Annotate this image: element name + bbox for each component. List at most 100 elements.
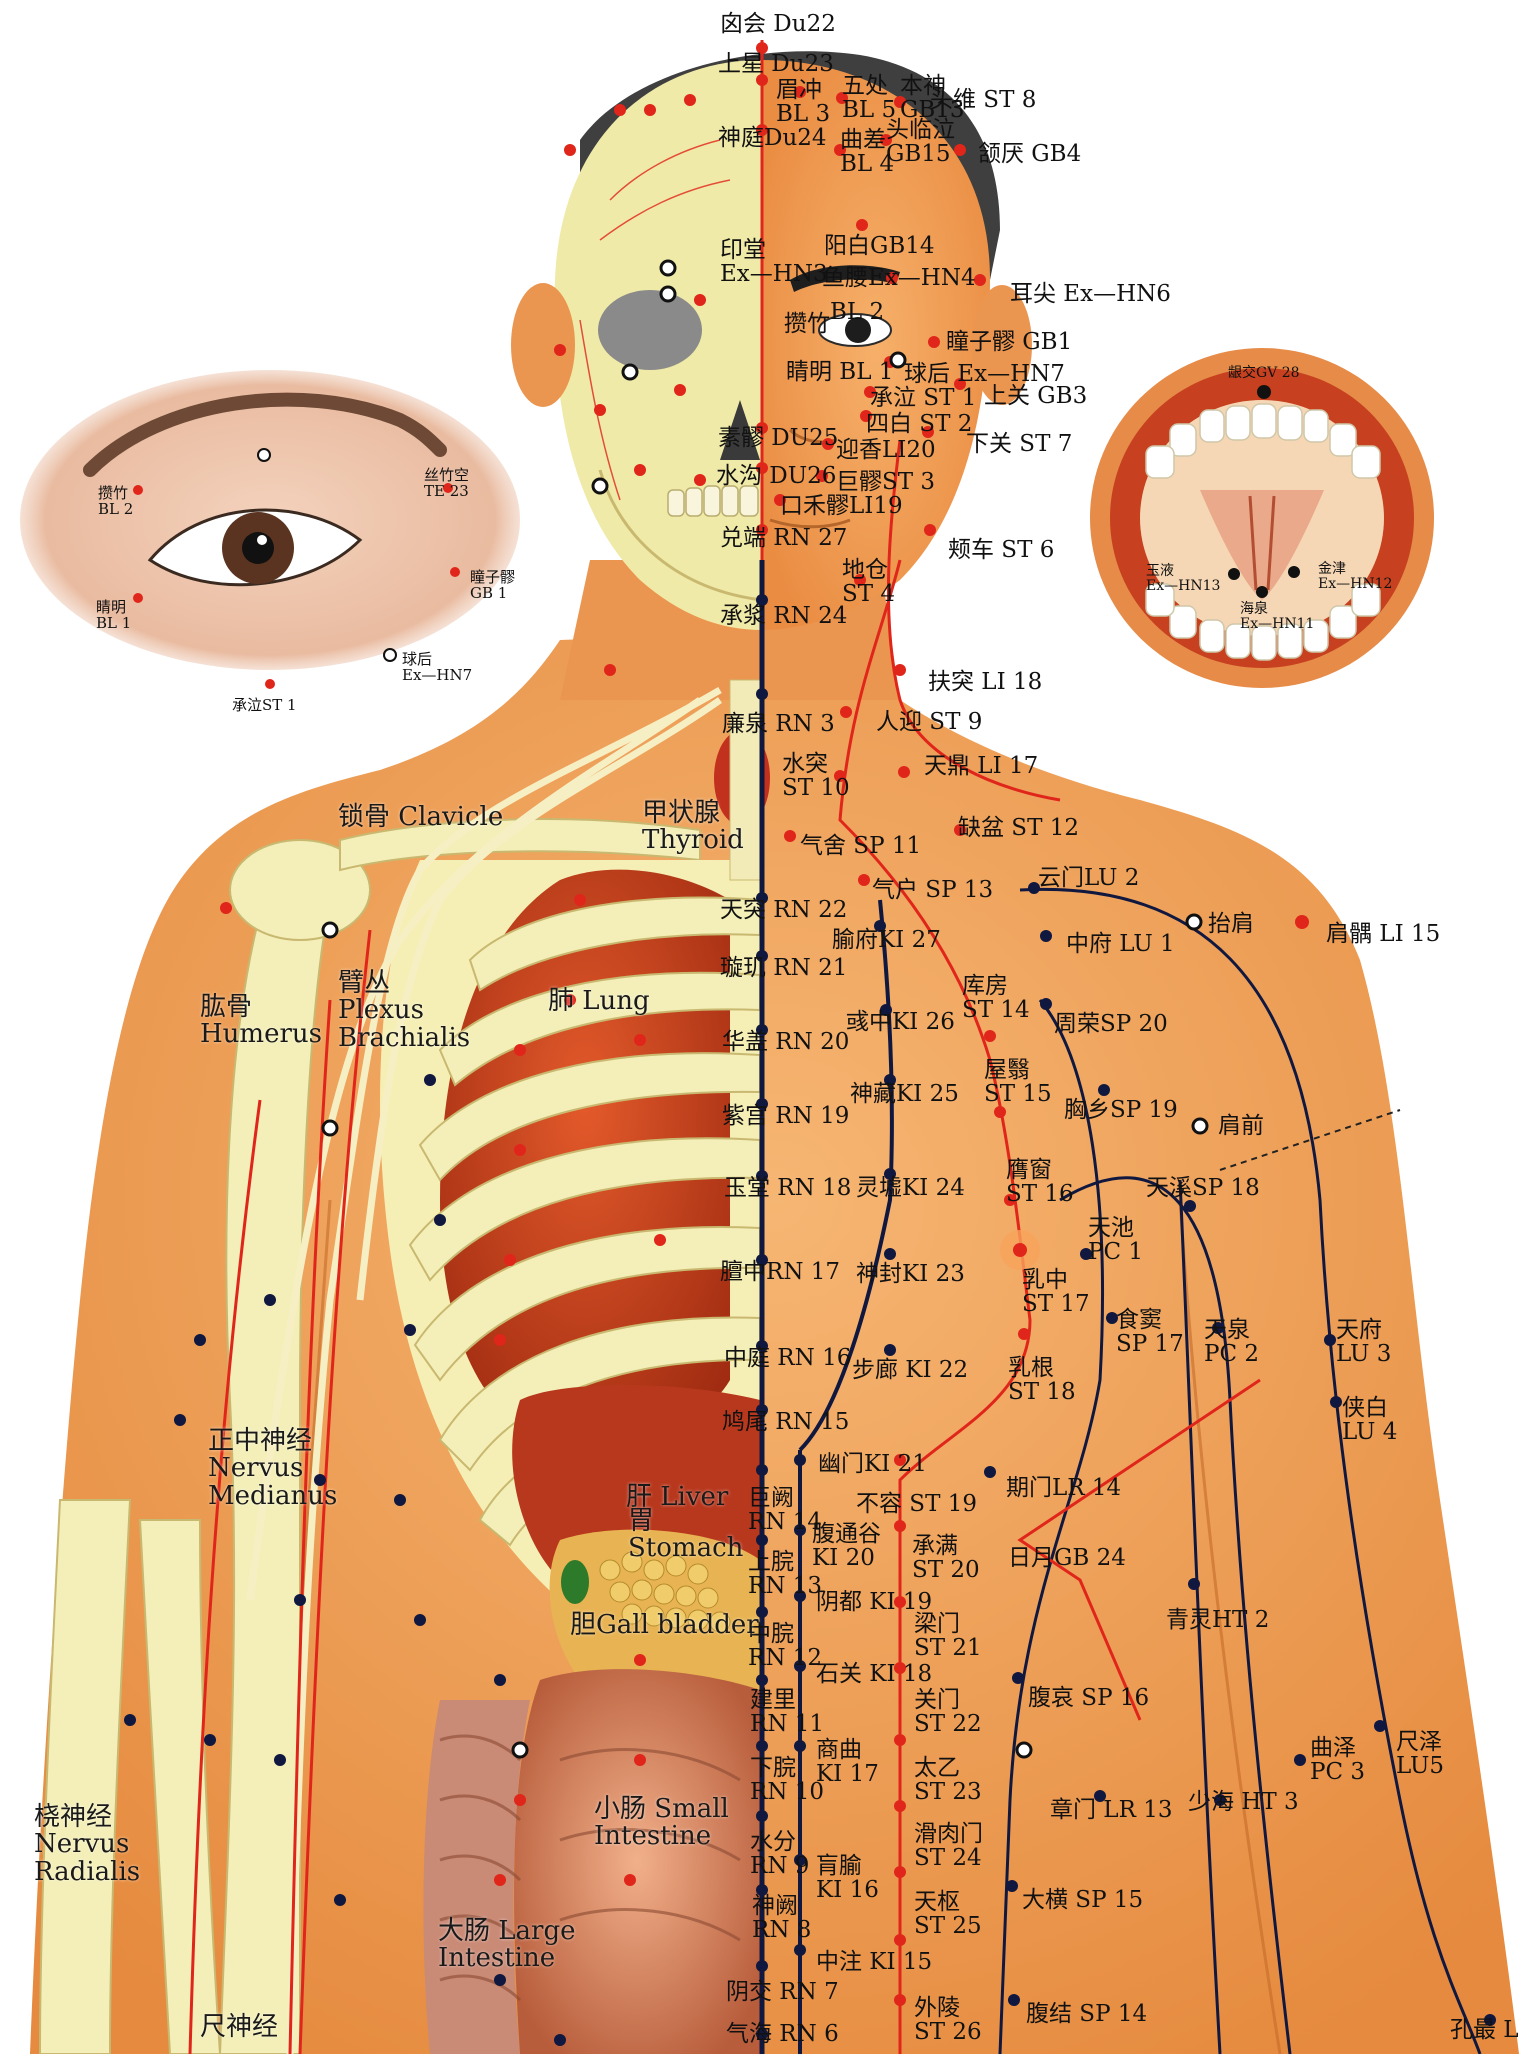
label-du26: 水沟 DU26 [716, 464, 836, 488]
label-ki18: 石关 KI 18 [816, 1662, 932, 1686]
label-bl5: 五处 BL 5 [842, 74, 896, 122]
label-st22: 关门 ST 22 [914, 1688, 982, 1736]
label-st15: 屋翳 ST 15 [984, 1058, 1052, 1106]
label-st17: 乳中 ST 17 [1022, 1268, 1090, 1316]
label-eye_exhn7: 球后 Ex—HN7 [402, 652, 472, 684]
label-ki25: 神藏KI 25 [850, 1082, 959, 1106]
label-ht2: 青灵HT 2 [1166, 1608, 1269, 1632]
label-ki15: 中注 KI 15 [816, 1950, 932, 1974]
label-large_intestine: 大肠 Large Intestine [438, 1918, 576, 1973]
label-ki20: 腹通谷 KI 20 [812, 1522, 881, 1570]
label-st21: 梁门 ST 21 [914, 1612, 982, 1660]
label-sp18: 天溪SP 18 [1146, 1176, 1260, 1200]
label-ki22: 步廊 KI 22 [852, 1358, 968, 1382]
label-ki16: 肓腧 KI 16 [816, 1854, 879, 1902]
label-ki23: 神封KI 23 [856, 1262, 965, 1286]
label-st19: 不容 ST 19 [856, 1492, 977, 1516]
label-sp17: 食窦 SP 17 [1116, 1308, 1184, 1356]
label-ulnaris: 尺神经 [200, 2014, 278, 2041]
label-stomach: 胃 Stomach [628, 1508, 743, 1563]
label-exhn3: 印堂 Ex—HN3 [720, 238, 828, 286]
label-rn14: 巨阙 RN 14 [748, 1486, 822, 1534]
label-gb24: 日月GB 24 [1008, 1546, 1126, 1570]
label-gb4: 颔厌 GB4 [978, 142, 1081, 166]
label-gb14: 阳白GB14 [824, 234, 935, 258]
label-sp15: 大横 SP 15 [1022, 1888, 1143, 1912]
label-st20: 承满 ST 20 [912, 1534, 980, 1582]
label-rn16: 中庭 RN 16 [724, 1346, 851, 1370]
label-bl3: 眉冲 BL 3 [776, 78, 830, 126]
label-st1: 承泣 ST 1 [870, 386, 976, 410]
label-rn7: 阴交 RN 7 [726, 1980, 839, 2004]
label-lung: 肺 Lung [548, 988, 650, 1015]
label-li20: 迎香LI20 [836, 438, 936, 462]
label-li17: 天鼎 LI 17 [924, 754, 1038, 778]
label-st25: 天枢 ST 25 [914, 1890, 982, 1938]
gallbladder-organ [561, 1560, 589, 1604]
label-lr13: 章门 LR 13 [1050, 1798, 1172, 1822]
label-taijian: 抬肩 [1208, 912, 1254, 936]
label-li19: 口禾髎LI19 [780, 494, 903, 518]
label-sp14: 腹结 SP 14 [1026, 2002, 1147, 2026]
label-sp11: 气舍 SP 11 [800, 834, 921, 858]
label-lu3: 天府 LU 3 [1336, 1318, 1391, 1366]
label-plexus: 臂丛 Plexus Brachialis [338, 970, 470, 1052]
label-exhn12: 金津 Ex—HN12 [1318, 562, 1392, 591]
label-st9: 人迎 ST 9 [876, 710, 982, 734]
label-bl2: BL 2 [830, 300, 884, 324]
label-lu5: 尺泽 LU5 [1396, 1730, 1444, 1778]
label-rn19: 紫宫 RN 19 [722, 1104, 849, 1128]
label-lu2: 云门LU 2 [1038, 866, 1139, 890]
label-jianqian: 肩前 [1218, 1114, 1264, 1138]
label-gb15: 头临泣 GB15 [886, 118, 955, 166]
label-ki21: 幽门KI 21 [818, 1452, 927, 1476]
label-pc3: 曲泽 PC 3 [1310, 1736, 1365, 1784]
label-eye_bl1: 睛明 BL 1 [96, 600, 131, 632]
label-st6: 颊车 ST 6 [948, 538, 1054, 562]
label-li18: 扶突 LI 18 [928, 670, 1042, 694]
label-ki27: 腧府KI 27 [832, 928, 941, 952]
label-st7: 下关 ST 7 [966, 432, 1072, 456]
label-du23: 上星 Du23 [718, 52, 834, 76]
label-st12: 缺盆 ST 12 [958, 816, 1079, 840]
label-gv28: 龈交GV 28 [1228, 366, 1300, 381]
label-small_intestine: 小肠 Small Intestine [594, 1796, 729, 1851]
label-rn13: 上脘 RN 13 [748, 1550, 822, 1598]
label-rn12: 中脘 RN 12 [748, 1622, 822, 1670]
label-rn10: 下脘 RN 10 [750, 1756, 824, 1804]
label-gb3: 上关 GB3 [984, 384, 1087, 408]
label-eye_gb1: 瞳子髎 GB 1 [470, 570, 515, 602]
label-rn27: 兑端 RN 27 [720, 526, 847, 550]
label-exhn13: 玉液 Ex—HN13 [1146, 564, 1220, 593]
label-exhn11: 海泉 Ex—HN11 [1240, 602, 1314, 631]
label-st2: 四白 ST 2 [866, 412, 972, 436]
label-st8: 头维 ST 8 [930, 88, 1036, 112]
label-st16: 膺窗 ST 16 [1006, 1158, 1074, 1206]
label-du22: 囟会 Du22 [720, 12, 836, 36]
label-rn18: 玉堂 RN 18 [724, 1176, 851, 1200]
label-sp19: 胸乡SP 19 [1064, 1098, 1178, 1122]
label-rn22: 天突 RN 22 [720, 898, 847, 922]
label-rn11: 建里 RN 11 [750, 1688, 824, 1736]
label-st3: 巨髎ST 3 [836, 470, 935, 494]
label-sp20: 周荣SP 20 [1054, 1012, 1168, 1036]
label-ht3: 少海 HT 3 [1188, 1790, 1299, 1814]
label-pc2: 天泉 PC 2 [1204, 1318, 1259, 1366]
label-humerus: 肱骨 Humerus [200, 994, 322, 1049]
label-ki17: 商曲 KI 17 [816, 1738, 879, 1786]
label-rn15: 鸠尾 RN 15 [722, 1410, 849, 1434]
label-exhn6: 耳尖 Ex—HN6 [1010, 282, 1171, 306]
label-st13: 气户 SP 13 [872, 878, 993, 902]
label-rn3: 廉泉 RN 3 [722, 712, 835, 736]
label-rn20: 华盖 RN 20 [722, 1030, 849, 1054]
label-rn6: 气海 RN 6 [726, 2022, 839, 2046]
label-gb1: 瞳子髎 GB1 [946, 330, 1072, 354]
label-lu4: 侠白 LU 4 [1342, 1396, 1397, 1444]
label-st10: 水突 ST 10 [782, 752, 850, 800]
label-du25: 素髎 DU25 [718, 426, 838, 450]
label-exhn4: 鱼腰Ex—HN4 [822, 266, 976, 290]
label-st26: 外陵 ST 26 [914, 1996, 982, 2044]
label-lr14: 期门LR 14 [1006, 1476, 1121, 1500]
label-eye_st1: 承泣ST 1 [232, 698, 297, 714]
